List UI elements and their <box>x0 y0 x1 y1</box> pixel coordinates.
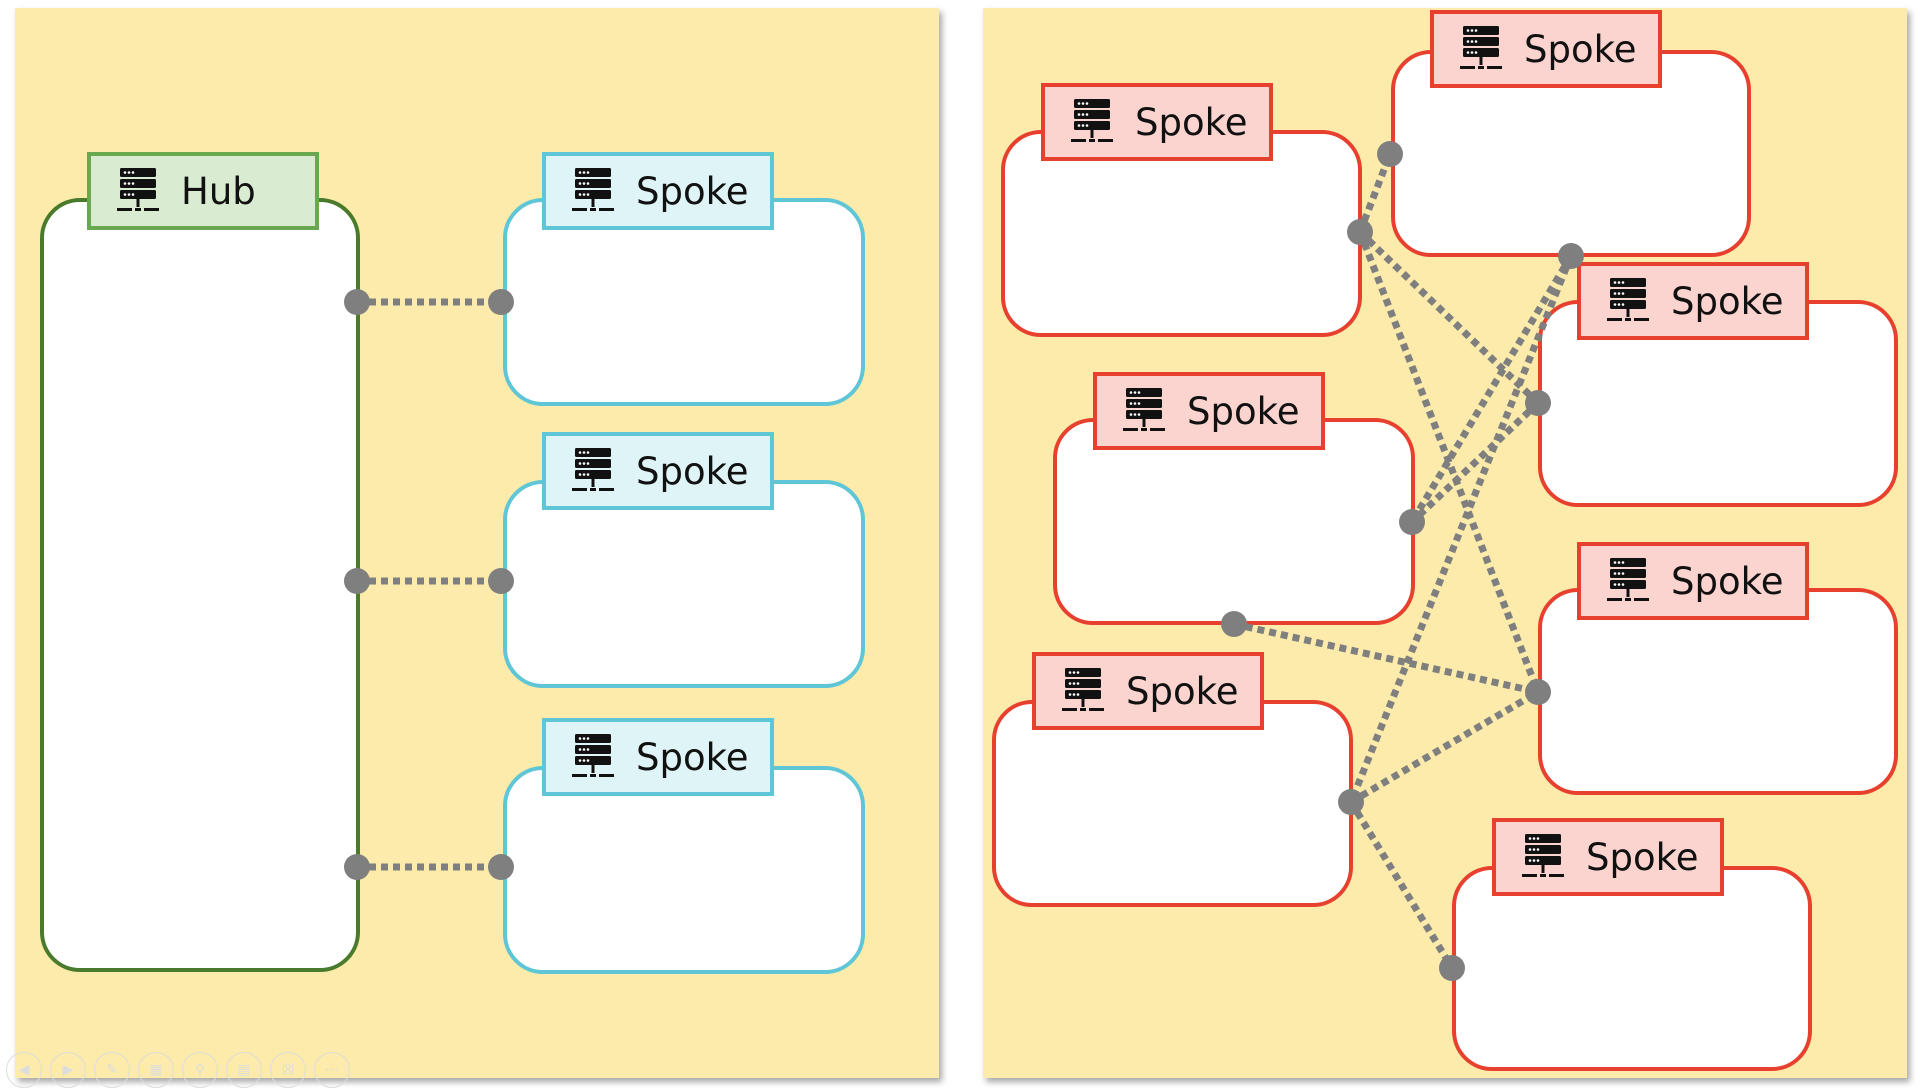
server-icon <box>572 448 614 491</box>
spoke-label: Spoke <box>1093 372 1325 450</box>
server-icon <box>1062 668 1104 711</box>
next-icon[interactable]: ▶ <box>50 1052 86 1088</box>
spoke-label-text: Spoke <box>1524 27 1637 71</box>
spoke-label-text: Spoke <box>1187 389 1300 433</box>
slideshow-controls: ◀ ▶ ✎ ▦ ⚲ ▤ ☒ ⋯ <box>6 1052 350 1088</box>
spoke-label-text: Spoke <box>636 735 749 779</box>
spoke-label: Spoke <box>542 432 774 510</box>
spoke-label-text: Spoke <box>636 169 749 213</box>
spoke-label-text: Spoke <box>1671 279 1784 323</box>
spoke-label-text: Spoke <box>1135 100 1248 144</box>
spoke-label-text: Spoke <box>1126 669 1239 713</box>
server-icon <box>1607 558 1649 601</box>
spoke-label: Spoke <box>542 718 774 796</box>
server-icon <box>572 168 614 211</box>
server-icon <box>1607 278 1649 321</box>
server-icon <box>1522 834 1564 877</box>
spoke-node <box>1538 588 1898 795</box>
spoke-label: Spoke <box>542 152 774 230</box>
server-icon <box>572 734 614 777</box>
subtitles-icon[interactable]: ▤ <box>226 1052 262 1088</box>
slides-grid-icon[interactable]: ▦ <box>138 1052 174 1088</box>
hub-label: Hub <box>87 152 319 230</box>
spoke-node <box>1452 866 1812 1071</box>
spoke-label: Spoke <box>1430 10 1662 88</box>
spoke-label-text: Spoke <box>636 449 749 493</box>
server-icon <box>1123 388 1165 431</box>
spoke-label: Spoke <box>1577 262 1809 340</box>
zoom-icon[interactable]: ⚲ <box>182 1052 218 1088</box>
spoke-label-text: Spoke <box>1586 835 1699 879</box>
spoke-label-text: Spoke <box>1671 559 1784 603</box>
spoke-label: Spoke <box>1577 542 1809 620</box>
spoke-node <box>503 480 865 688</box>
spoke-node <box>992 700 1353 907</box>
server-icon <box>117 168 159 211</box>
hub-label-text: Hub <box>181 169 256 213</box>
spoke-label: Spoke <box>1032 652 1264 730</box>
hub-node <box>40 198 360 972</box>
server-icon <box>1071 99 1113 142</box>
camera-off-icon[interactable]: ☒ <box>270 1052 306 1088</box>
more-options-icon[interactable]: ⋯ <box>314 1052 350 1088</box>
spoke-node <box>503 766 865 974</box>
spoke-node <box>1001 130 1362 337</box>
spoke-label: Spoke <box>1492 818 1724 896</box>
server-icon <box>1460 26 1502 69</box>
pen-icon[interactable]: ✎ <box>94 1052 130 1088</box>
previous-icon[interactable]: ◀ <box>6 1052 42 1088</box>
spoke-label: Spoke <box>1041 83 1273 161</box>
